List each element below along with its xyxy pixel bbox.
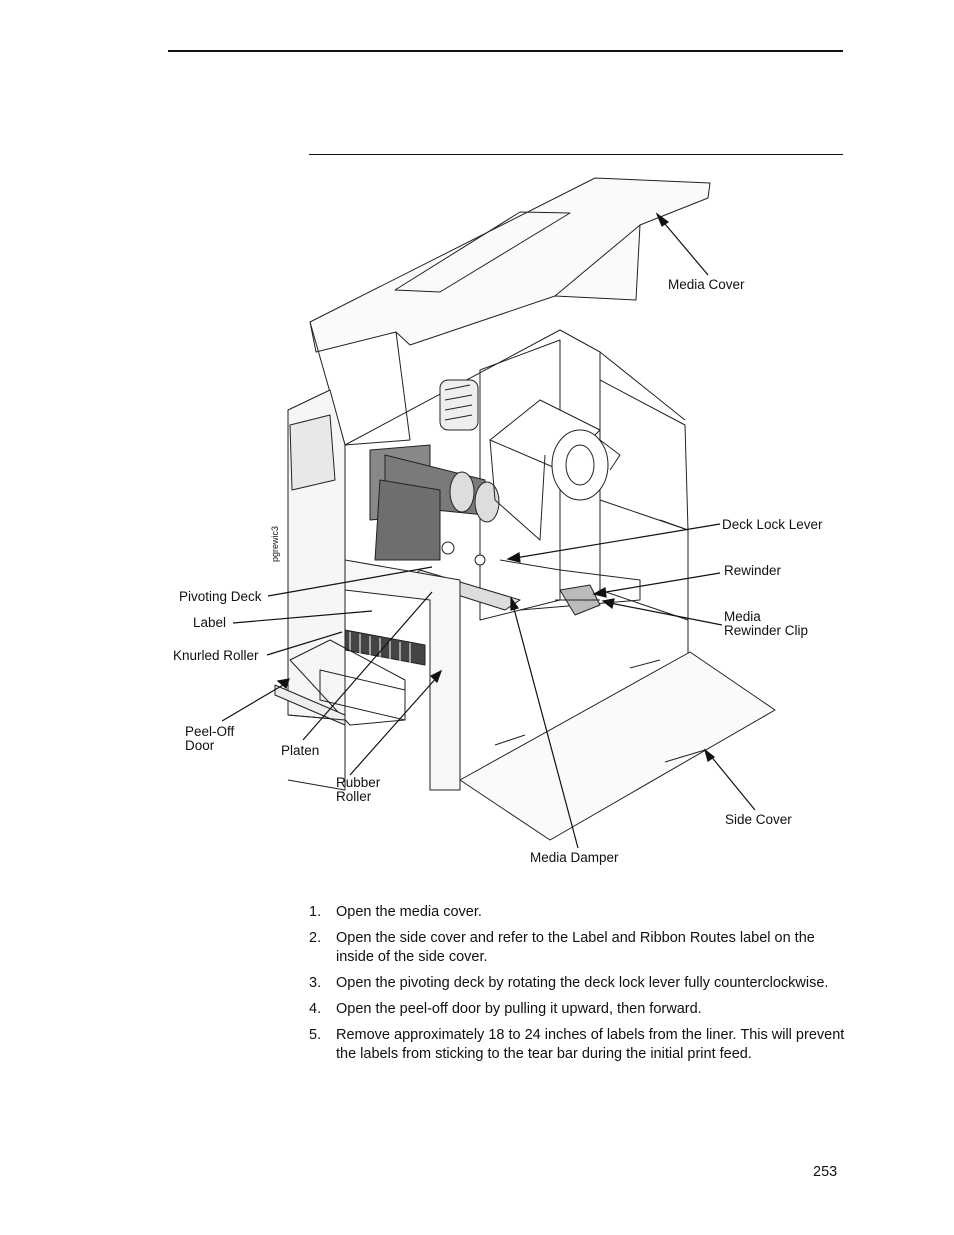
step-number: 2. <box>309 930 322 946</box>
step-text: Open the pivoting deck by rotating the d… <box>336 975 829 991</box>
step-item: 3. Open the pivoting deck by rotating the… <box>309 974 849 993</box>
callout-label: Label <box>193 615 226 630</box>
callout-rubber-roller-line2: Roller <box>336 789 372 804</box>
step-item: 5. Remove approximately 18 to 24 inches o… <box>309 1026 849 1064</box>
callout-platen: Platen <box>281 743 319 758</box>
step-number: 5. <box>309 1027 322 1043</box>
page-number: 253 <box>813 1164 838 1180</box>
step-text: Open the peel-off door by pulling it upw… <box>336 1001 702 1017</box>
callout-rewinder: Rewinder <box>724 563 782 578</box>
callout-knurled-roller: Knurled Roller <box>173 648 259 663</box>
step-text: Remove approximately 18 to 24 inches of … <box>336 1027 845 1062</box>
header-rule <box>168 50 843 52</box>
callout-media-rewinder-clip-line2: Rewinder Clip <box>724 623 808 638</box>
printer-drawing <box>274 177 776 841</box>
procedure-steps: 1. Open the media cover. 2. Open the side … <box>309 903 849 1071</box>
callout-media-rewinder-clip-line1: Media <box>724 609 761 624</box>
step-number: 4. <box>309 1001 322 1017</box>
figure-side-code: pgrewic3 <box>270 526 280 562</box>
callout-deck-lock-lever: Deck Lock Lever <box>722 517 823 532</box>
printer-illustration: pgrewic3 Media Cover Deck Lock Lever Rew… <box>173 177 823 865</box>
callout-pivoting-deck: Pivoting Deck <box>179 589 262 604</box>
step-item: 1. Open the media cover. <box>309 903 849 922</box>
step-text: Open the media cover. <box>336 904 482 920</box>
callout-peel-off-door-line1: Peel-Off <box>185 724 235 739</box>
callout-side-cover: Side Cover <box>725 812 792 827</box>
callout-media-cover: Media Cover <box>668 277 745 292</box>
callout-media-damper: Media Damper <box>530 850 619 865</box>
step-text: Open the side cover and refer to the Lab… <box>336 930 815 965</box>
step-item: 4. Open the peel-off door by pulling it u… <box>309 1000 849 1019</box>
callout-rubber-roller-line1: Rubber <box>336 775 381 790</box>
step-item: 2. Open the side cover and refer to the L… <box>309 929 849 967</box>
section-rule <box>309 154 843 155</box>
step-number: 3. <box>309 975 322 991</box>
callout-peel-off-door-line2: Door <box>185 738 215 753</box>
step-number: 1. <box>309 904 322 920</box>
leader-lines <box>221 212 756 849</box>
